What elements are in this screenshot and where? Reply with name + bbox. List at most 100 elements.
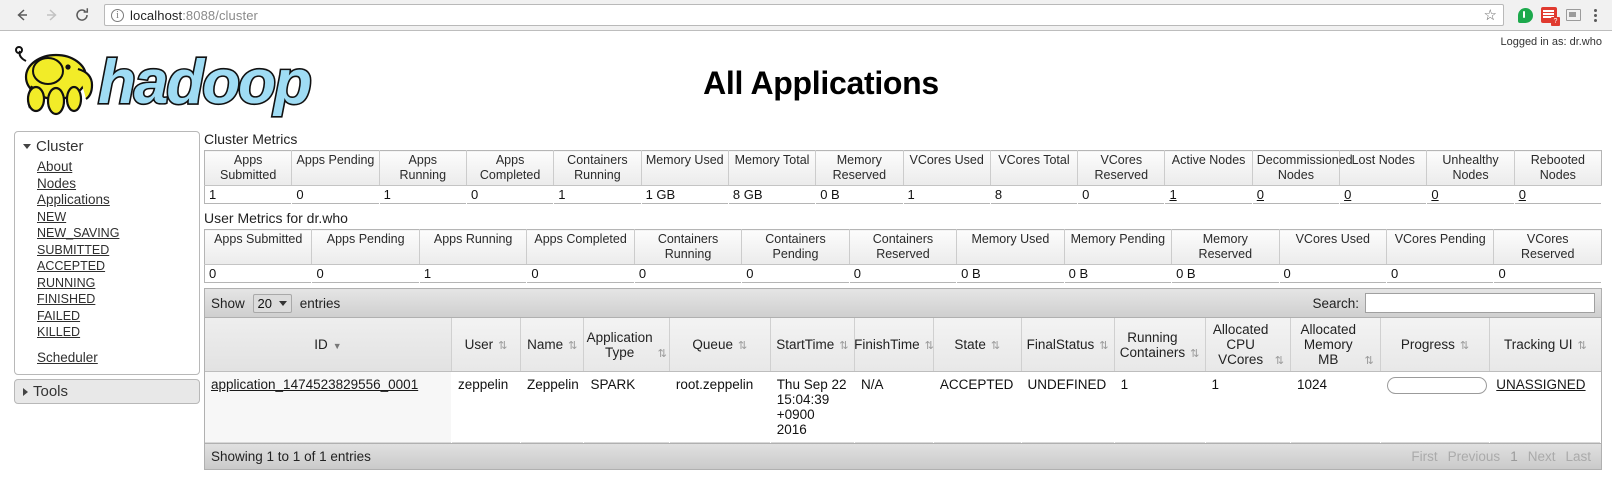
cluster-metric-value-7: 0 B	[816, 186, 903, 204]
column-header-label: Running Containers	[1120, 330, 1185, 360]
cluster-metric-value-13[interactable]: 0	[1340, 186, 1427, 204]
pagination-first[interactable]: First	[1411, 449, 1437, 464]
cluster-metric-link-13[interactable]: 0	[1344, 187, 1351, 202]
cluster-metric-header-9: VCores Total	[990, 151, 1077, 186]
tools-panel-header[interactable]: Tools	[14, 379, 200, 404]
search-control: Search:	[1312, 293, 1595, 313]
progress-bar	[1387, 377, 1487, 394]
screencast-icon[interactable]	[1562, 4, 1584, 26]
sidebar-item-scheduler[interactable]: Scheduler	[37, 350, 98, 365]
sidebar-item-accepted[interactable]: ACCEPTED	[37, 259, 105, 273]
column-header-id[interactable]: ID▼	[205, 318, 451, 372]
hadoop-logo[interactable]: hadoop	[0, 31, 330, 124]
cluster-metric-value-15[interactable]: 0	[1514, 186, 1601, 204]
bookmark-star-icon[interactable]: ☆	[1484, 6, 1497, 24]
application-states-list: NEW NEW_SAVING SUBMITTED ACCEPTED RUNNIN…	[15, 209, 199, 341]
sidebar-item-killed[interactable]: KILLED	[37, 325, 80, 339]
sidebar-item-running[interactable]: RUNNING	[37, 276, 95, 290]
sidebar-item-nodes[interactable]: Nodes	[37, 176, 76, 191]
cluster-metric-value-14[interactable]: 0	[1427, 186, 1514, 204]
hangouts-icon[interactable]	[1514, 4, 1536, 26]
column-header-finalstatus[interactable]: FinalStatus⇅	[1021, 318, 1114, 372]
pagination: First Previous 1 Next Last	[1411, 449, 1595, 464]
user-metric-header-5: Containers Pending	[742, 230, 849, 265]
user-metric-value-6: 0	[849, 265, 956, 283]
sidebar-item-submitted[interactable]: SUBMITTED	[37, 243, 109, 257]
pagination-last[interactable]: Last	[1565, 449, 1591, 464]
cell-tracking-ui-link[interactable]: UNASSIGNED	[1496, 377, 1585, 392]
back-arrow-icon[interactable]	[8, 1, 36, 29]
column-header-name[interactable]: Name⇅	[520, 318, 584, 372]
cluster-metric-value-9: 8	[990, 186, 1077, 204]
reload-icon[interactable]	[68, 1, 96, 29]
cell-application-id[interactable]: application_1474523829556_0001	[205, 372, 451, 443]
column-header-starttime[interactable]: StartTime⇅	[770, 318, 854, 372]
sort-both-icon: ⇅	[658, 349, 667, 360]
pagination-1[interactable]: 1	[1510, 449, 1518, 464]
cluster-metric-value-1: 0	[292, 186, 379, 204]
cell-tracking-ui[interactable]: UNASSIGNED	[1490, 372, 1601, 443]
cluster-metric-link-11[interactable]: 1	[1169, 187, 1176, 202]
cell-application-id-link[interactable]: application_1474523829556_0001	[211, 377, 418, 392]
sort-both-icon: ⇅	[1099, 341, 1108, 352]
cluster-metric-link-14[interactable]: 0	[1431, 187, 1438, 202]
sort-both-icon: ⇅	[839, 341, 848, 352]
column-header-tracking-ui[interactable]: Tracking UI⇅	[1490, 318, 1601, 372]
sidebar-item-new[interactable]: NEW	[37, 210, 66, 224]
column-header-user[interactable]: User⇅	[451, 318, 520, 372]
cluster-metric-link-12[interactable]: 0	[1257, 187, 1264, 202]
cluster-metric-header-13: Lost Nodes	[1340, 151, 1427, 186]
sidebar-item-failed[interactable]: FAILED	[37, 309, 80, 323]
cell-name: Zeppelin	[520, 372, 584, 443]
search-input[interactable]	[1365, 293, 1595, 313]
sidebar-item-new-saving[interactable]: NEW_SAVING	[37, 226, 119, 240]
cluster-metric-value-12[interactable]: 0	[1252, 186, 1339, 204]
column-header-queue[interactable]: Queue⇅	[669, 318, 770, 372]
kebab-menu-icon[interactable]	[1586, 9, 1604, 22]
cluster-metric-header-7: Memory Reserved	[816, 151, 903, 186]
cluster-panel-header[interactable]: Cluster	[15, 136, 199, 159]
user-metric-value-4: 0	[634, 265, 741, 283]
site-info-icon[interactable]: i	[111, 9, 124, 22]
cell-progress	[1380, 372, 1490, 443]
cluster-metric-header-2: Apps Running	[379, 151, 466, 186]
cluster-metric-header-15: Rebooted Nodes	[1514, 151, 1601, 186]
column-header-running-containers[interactable]: Running Containers⇅	[1114, 318, 1205, 372]
column-header-application-type[interactable]: Application Type⇅	[584, 318, 669, 372]
cluster-metric-value-3: 0	[466, 186, 553, 204]
cluster-metric-header-14: Unhealthy Nodes	[1427, 151, 1514, 186]
entries-length-select[interactable]: 20	[253, 294, 292, 313]
user-metric-header-0: Apps Submitted	[205, 230, 312, 265]
column-header-label: State	[954, 337, 986, 352]
address-bar[interactable]: i localhost:8088/cluster ☆	[104, 4, 1504, 26]
column-header-progress[interactable]: Progress⇅	[1380, 318, 1490, 372]
cell-start-time: Thu Sep 22 15:04:39 +0900 2016	[770, 372, 854, 443]
pagination-next[interactable]: Next	[1528, 449, 1556, 464]
cell-final-status: UNDEFINED	[1021, 372, 1114, 443]
datatable-info: Showing 1 to 1 of 1 entries	[211, 449, 371, 464]
sidebar-item-about[interactable]: About	[37, 159, 72, 174]
pagination-previous[interactable]: Previous	[1448, 449, 1501, 464]
user-metric-header-1: Apps Pending	[312, 230, 419, 265]
cell-allocated-cpu-vcores: 1	[1205, 372, 1290, 443]
column-header-allocated-memory-mb[interactable]: Allocated Memory MB⇅	[1290, 318, 1380, 372]
sidebar-item-finished[interactable]: FINISHED	[37, 292, 95, 306]
length-control: Show 20 entries	[211, 294, 340, 313]
todoist-icon[interactable]: ?	[1538, 4, 1560, 26]
applications-datatable: Show 20 entries Search:	[204, 288, 1602, 470]
sort-both-icon: ⇅	[1275, 356, 1284, 367]
cluster-metric-link-15[interactable]: 0	[1519, 187, 1526, 202]
column-header-allocated-cpu-vcores[interactable]: Allocated CPU VCores⇅	[1205, 318, 1290, 372]
column-header-state[interactable]: State⇅	[933, 318, 1021, 372]
cell-application-type: SPARK	[584, 372, 669, 443]
column-header-finishtime[interactable]: FinishTime⇅	[855, 318, 934, 372]
user-metrics-table: Apps SubmittedApps PendingApps RunningAp…	[204, 229, 1602, 283]
cluster-metric-value-11[interactable]: 1	[1165, 186, 1252, 204]
main-content: Cluster Metrics Apps SubmittedApps Pendi…	[200, 131, 1612, 470]
hadoop-page: Logged in as: dr.who hadoop All	[0, 31, 1612, 470]
cluster-metric-header-6: Memory Total	[728, 151, 815, 186]
browser-toolbar: i localhost:8088/cluster ☆ ?	[0, 0, 1612, 31]
chevron-right-icon	[23, 388, 28, 396]
sidebar-item-applications[interactable]: Applications	[37, 192, 110, 207]
user-metric-value-5: 0	[742, 265, 849, 283]
